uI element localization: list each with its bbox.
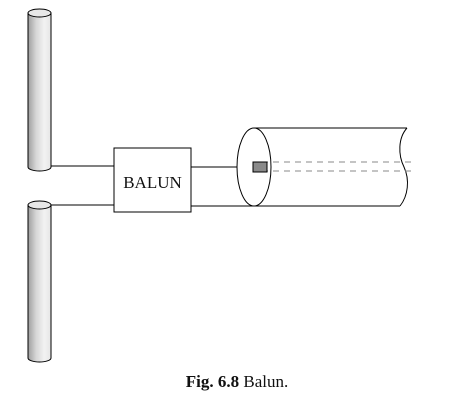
balun-box [113, 147, 192, 213]
caption-text: Balun. [243, 372, 289, 391]
lower-dipole-element [27, 200, 52, 363]
upper-dipole-element [27, 8, 52, 172]
balun-box-label: BALUN [123, 173, 182, 192]
caption-number: Fig. 6.8 [185, 372, 240, 391]
figure-caption: Fig. 6.8 Balun. [0, 372, 474, 392]
coaxial-cable [236, 127, 412, 207]
inner-conductor [252, 161, 268, 173]
